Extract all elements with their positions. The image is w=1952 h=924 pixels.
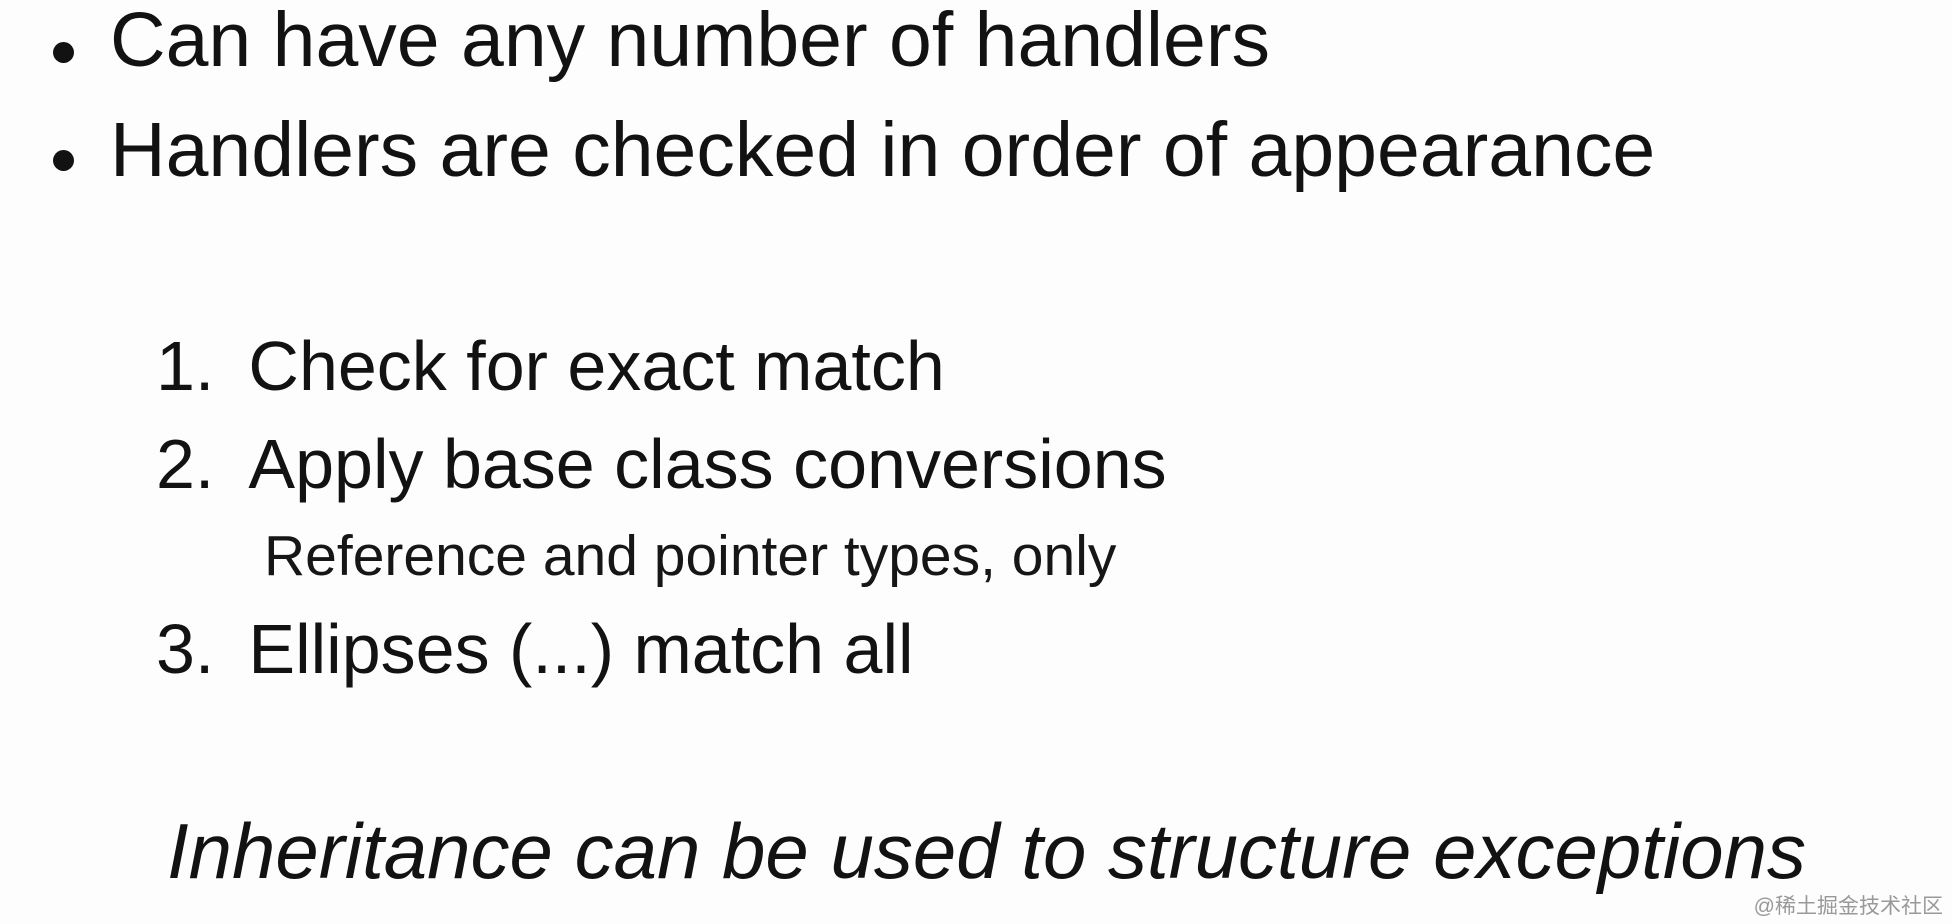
list-number: 2. xyxy=(156,425,215,503)
list-number: 1. xyxy=(156,327,215,405)
numbered-item-label: Apply base class conversions xyxy=(248,425,1167,503)
emphasis-inheritance-note: Inheritance can be used to structure exc… xyxy=(167,807,1806,895)
numbered-item-exact-match: 1.Check for exact match xyxy=(156,331,945,401)
numbered-item-label: Ellipses (...) match all xyxy=(248,610,914,688)
watermark-juejin-community: @稀土掘金技术社区 xyxy=(1753,895,1943,918)
numbered-item-label: Check for exact match xyxy=(248,327,945,405)
numbered-item-base-class-conversions: 2.Apply base class conversions xyxy=(156,429,1167,499)
bullet-item-handlers-order: Handlers are checked in order of appeara… xyxy=(110,107,1656,193)
sub-note-reference-pointer: Reference and pointer types, only xyxy=(264,524,1117,588)
bullet-dot-icon xyxy=(53,42,74,63)
bullet-dot-icon xyxy=(53,150,74,171)
bullet-item-handlers-count: Can have any number of handlers xyxy=(110,0,1271,83)
numbered-item-ellipses: 3.Ellipses (...) match all xyxy=(156,614,914,684)
list-number: 3. xyxy=(156,610,215,688)
